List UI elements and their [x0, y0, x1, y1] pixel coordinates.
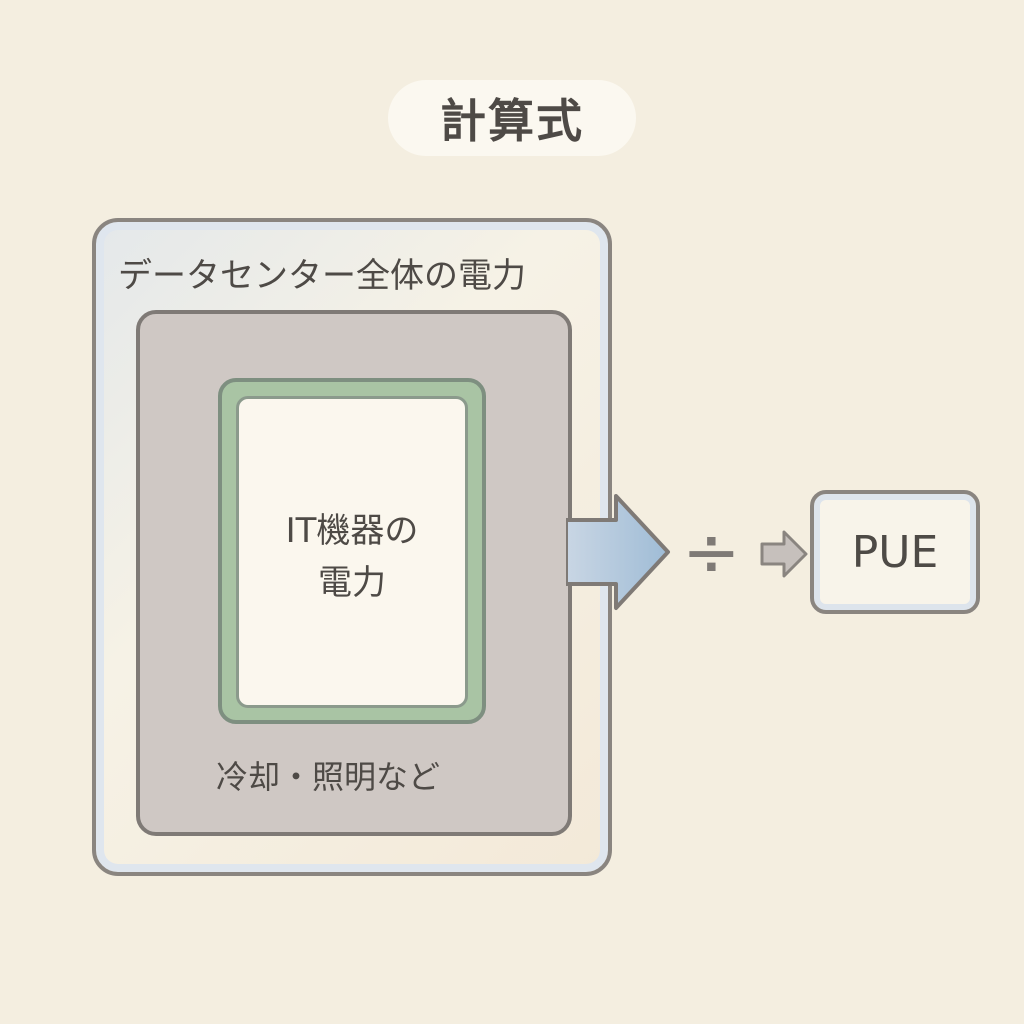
it-power-label-line2: 電力	[318, 563, 386, 603]
pue-result-box: PUE	[810, 490, 980, 614]
arrow-right-small-icon	[760, 530, 808, 578]
total-power-label: データセンター全体の電力	[118, 256, 526, 296]
it-power-box-fill	[236, 396, 468, 708]
arrow-right-icon	[566, 494, 670, 610]
formula-title: 計算式	[388, 80, 636, 156]
overhead-label: 冷却・照明など	[216, 758, 441, 796]
it-power-label-line1: IT機器の	[285, 511, 419, 551]
divide-operator: ÷	[682, 511, 741, 593]
it-power-label: IT機器の電力	[236, 505, 468, 609]
